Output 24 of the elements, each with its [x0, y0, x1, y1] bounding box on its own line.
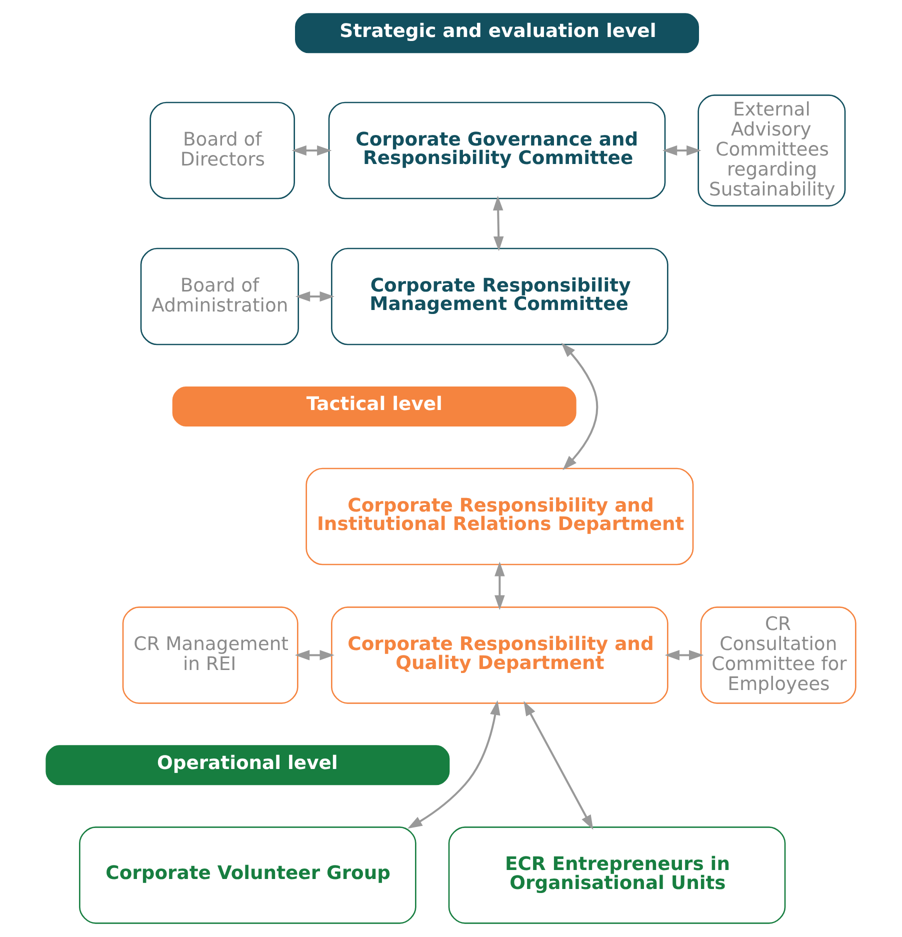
node-box: Corporate Responsibility and Quality Department — [331, 606, 668, 704]
arrow — [664, 650, 704, 660]
arrow — [524, 701, 594, 830]
node-box: Tactical level — [172, 386, 576, 426]
node-box: CR Consultation Committee for Employees — [700, 606, 856, 704]
arrow — [408, 700, 500, 829]
node-box: External Advisory Committees regarding Sustainability — [698, 94, 846, 206]
arrow — [494, 562, 505, 610]
node-box: Corporate Volunteer Group — [79, 826, 416, 924]
arrow — [561, 342, 598, 470]
arrow — [492, 196, 504, 252]
arrow — [295, 291, 334, 302]
node-box: Corporate Governance and Responsibility Committee — [328, 102, 666, 200]
node-box: Operational level — [46, 745, 450, 786]
node-box: ECR Entrepreneurs in Organisational Units — [448, 826, 786, 924]
arrow — [292, 145, 332, 156]
arrow — [294, 650, 334, 660]
node-box: Corporate Responsibility and Institutional Relations Department — [306, 468, 694, 566]
node-box: Board of Administration — [140, 248, 299, 346]
node-box: Board of Directors — [150, 102, 295, 200]
node-box: Corporate Responsibility Management Committee — [331, 248, 668, 346]
node-box: Strategic and evaluation level — [295, 13, 699, 54]
arrow — [662, 145, 702, 156]
node-box: CR Management in REI — [122, 606, 298, 704]
